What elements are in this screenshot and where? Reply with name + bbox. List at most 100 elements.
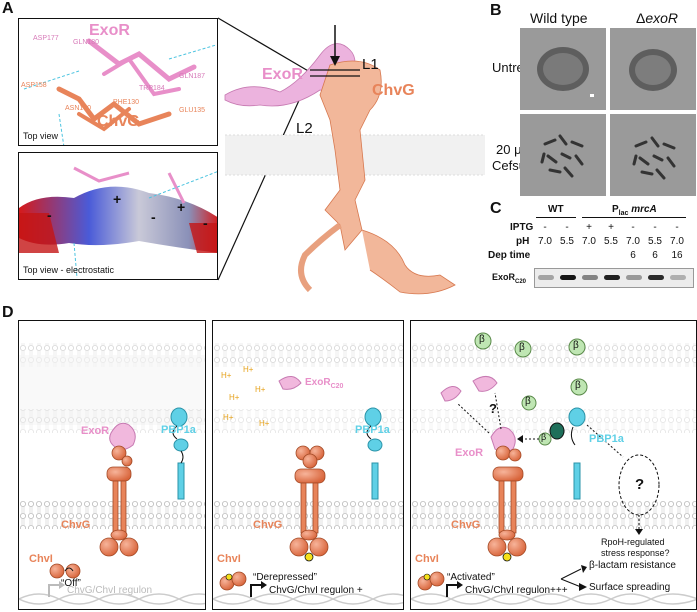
blot-band-6	[648, 275, 664, 280]
blot-band-2	[560, 275, 576, 280]
model-derepressed-drawing	[213, 343, 403, 605]
micrograph-wt-cefsulodin	[520, 114, 606, 196]
panel-letter-c: C	[490, 200, 502, 217]
cell-iptg-5: -	[631, 222, 635, 233]
chvg-label-inset: ChvG	[97, 113, 140, 130]
residue-trp184: TRP184	[139, 85, 165, 92]
callout-lines	[217, 17, 485, 295]
top-view-inset: ExoR ChvG ASP177 GLN180 GLN187 ASP158 AS…	[18, 18, 218, 146]
proton-2: H+	[243, 365, 254, 374]
outcome-beta-lactam: β-lactam resistance	[589, 560, 676, 571]
model-box-activated: β β β β β β ? ? ExoR PBP1a ChvG ChvI Rpo…	[410, 320, 697, 610]
state-activated: “Activated”	[447, 572, 495, 583]
stress-line2: stress response?	[601, 548, 670, 558]
micrograph-wt-untreated	[520, 28, 606, 110]
question-exor: ?	[489, 401, 497, 416]
exor-label-inset: ExoR	[89, 22, 130, 39]
western-blot	[534, 268, 694, 288]
charge-plus-2: +	[177, 199, 186, 215]
charge-minus-2: -	[151, 209, 156, 225]
panel-letter-b: B	[490, 2, 502, 19]
residue-phe130: PHE130	[113, 99, 140, 106]
d2-pbp1a-label: PBP1a	[355, 424, 390, 436]
beta-3: β	[573, 340, 579, 351]
cell-iptg-2: -	[565, 222, 569, 233]
beta-2: β	[519, 342, 525, 353]
residue-gln180: GLN180	[73, 39, 100, 46]
residue-asn160: ASN160	[65, 105, 92, 112]
cell-dep-time-7: 16	[671, 250, 683, 261]
panel-d: ExoR PBP1a ChvG ChvI “Off” ChvG/ChvI reg…	[0, 320, 697, 612]
question-stress: ?	[635, 476, 645, 493]
col-mutant: ΔexoR	[636, 10, 679, 26]
proton-6: H+	[259, 419, 270, 428]
d2-exor-c20-label: ExoRC20	[305, 377, 344, 390]
d1-chvg-label: ChvG	[61, 519, 91, 531]
electrostatic-surface	[19, 166, 217, 279]
state-off: “Off”	[61, 578, 81, 589]
chvg-label-main: ChvG	[372, 82, 415, 99]
proton-4: H+	[229, 393, 240, 402]
group-plac-line	[582, 217, 686, 218]
d3-pbp1a-label: PBP1a	[589, 433, 624, 445]
top-view-structure	[23, 38, 217, 145]
panel-letter-d: D	[2, 304, 14, 321]
cell-ph-6: 5.5	[648, 236, 662, 247]
cell-iptg-7: -	[675, 222, 679, 233]
cell-iptg-6: -	[653, 222, 657, 233]
model-box-off: ExoR PBP1a ChvG ChvI “Off” ChvG/ChvI reg…	[18, 320, 206, 610]
d3-exor-label: ExoR	[455, 447, 484, 459]
panel-c: WT Plac mrcA IPTG pH Dep time - - + + - - - 7.0…	[488, 200, 697, 300]
top-view-label: Top view	[23, 131, 59, 141]
d2-chvg-label: ChvG	[253, 519, 283, 531]
row-label-ph: pH	[516, 236, 530, 247]
proton-3: H+	[255, 385, 266, 394]
d2-chvi-label: ChvI	[217, 553, 241, 565]
blot-band-4	[604, 275, 620, 280]
cell-ph-2: 5.5	[560, 236, 574, 247]
regulon-off: ChvG/ChvI regulon	[67, 585, 153, 596]
exor-label-main: ExoR	[262, 66, 303, 83]
regulon-plus: ChvG/ChvI regulon +	[269, 585, 363, 596]
residue-glu135: GLU135	[179, 107, 206, 114]
stress-line1: RpoH-regulated	[601, 537, 665, 547]
cell-dep-time-6: 6	[652, 250, 658, 261]
micrograph-mutant-cefsulodin	[610, 114, 696, 196]
cell-ph-7: 7.0	[670, 236, 684, 247]
model-activated-drawing	[411, 332, 696, 605]
d1-exor-label: ExoR	[81, 425, 110, 437]
residue-gln187: GLN187	[179, 73, 206, 80]
charge-minus-3: -	[203, 215, 208, 231]
state-derepressed: “Derepressed”	[253, 572, 317, 583]
beta-5: β	[525, 396, 531, 407]
blot-band-3	[582, 275, 598, 280]
group-plac-mrca: Plac mrcA	[612, 204, 657, 217]
panel-a: ExoR ChvG ASP177 GLN180 GLN187 ASP158 AS…	[0, 0, 490, 300]
charge-minus-1: -	[47, 207, 52, 223]
d1-pbp1a-label: PBP1a	[161, 424, 196, 436]
cell-ph-1: 7.0	[538, 236, 552, 247]
residue-asp177: ASP177	[33, 35, 59, 42]
row-label-iptg: IPTG	[510, 222, 534, 233]
d3-chvi-label: ChvI	[415, 553, 439, 565]
cell-iptg-3: +	[586, 222, 592, 233]
cell-iptg-4: +	[608, 222, 614, 233]
d3-chvg-label: ChvG	[451, 519, 481, 531]
outcome-surface-spreading: Surface spreading	[589, 582, 671, 593]
col-wild-type: Wild type	[530, 10, 588, 26]
row-label-dep-time: Dep time	[488, 250, 531, 261]
beta-6: β	[541, 432, 547, 442]
cell-dep-time-5: 6	[630, 250, 636, 261]
group-wt-line	[536, 217, 576, 218]
group-wt: WT	[548, 204, 564, 215]
blot-band-7	[670, 275, 686, 280]
micrograph-mutant-untreated	[610, 28, 696, 110]
beta-1: β	[479, 334, 485, 345]
cell-iptg-1: -	[543, 222, 547, 233]
panel-b: Wild type ΔexoR Untreated 20 μg/mL Cefsu…	[490, 0, 697, 200]
beta-4: β	[575, 380, 581, 391]
regulon-plusplus: ChvG/ChvI regulon+++	[465, 585, 568, 596]
charge-plus-1: +	[113, 191, 122, 207]
panel-letter-a: A	[2, 0, 14, 17]
